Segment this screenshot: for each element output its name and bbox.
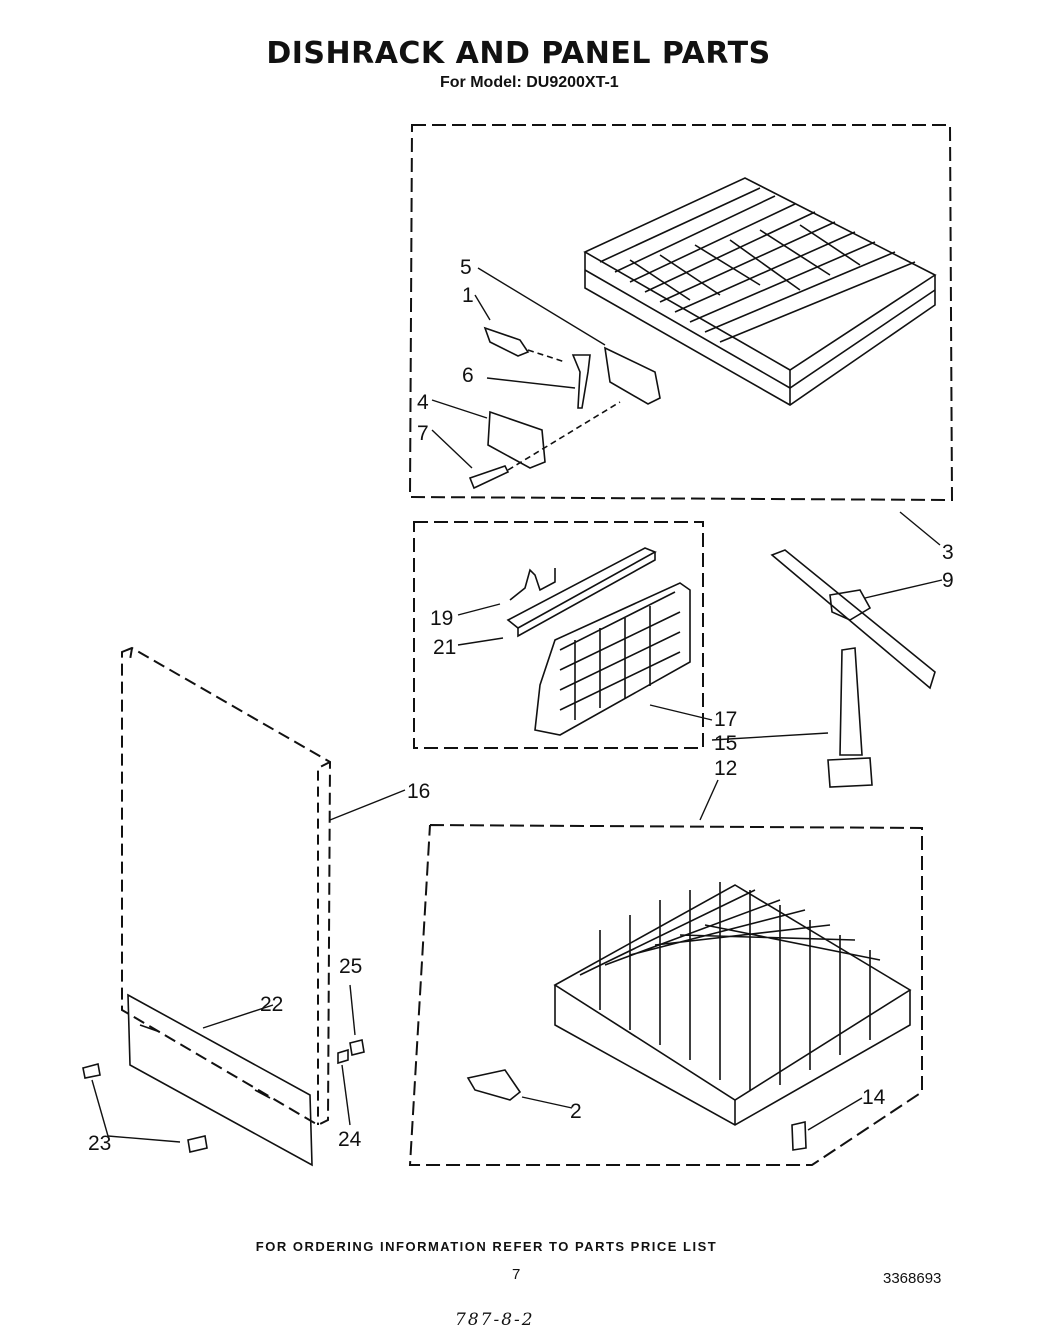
roller-bracket — [603, 346, 661, 405]
callout-3: 3 — [942, 541, 954, 564]
roller — [487, 410, 546, 469]
callout-14: 14 — [862, 1086, 886, 1109]
callout-7: 7 — [417, 422, 429, 445]
filter-screen — [534, 582, 691, 736]
lower-dishrack — [466, 882, 912, 1151]
callout-6: 6 — [462, 364, 474, 387]
rack-stop — [466, 1069, 522, 1101]
handwritten-note: 787-8-2 — [455, 1310, 535, 1330]
page-title: DISHRACK AND PANEL PARTS — [266, 36, 771, 71]
spray-arm-assembly — [770, 549, 936, 788]
page-number: 7 — [512, 1266, 521, 1283]
roller-axle-screw — [571, 354, 591, 409]
callout-5: 5 — [460, 256, 472, 279]
callout-21: 21 — [433, 636, 456, 659]
callout-19: 19 — [430, 607, 453, 630]
model-subtitle: For Model: DU9200XT-1 — [440, 74, 619, 91]
spray-arm — [770, 549, 936, 690]
screw — [468, 465, 510, 490]
callout-9: 9 — [942, 569, 954, 592]
filter-parts — [506, 547, 691, 736]
callout-12: 12 — [714, 757, 737, 780]
callout-1: 1 — [462, 284, 474, 307]
door-panel-outline — [121, 646, 332, 1127]
callout-16: 16 — [407, 780, 430, 803]
filter-clip — [509, 568, 556, 601]
ordering-note: FOR ORDERING INFORMATION REFER TO PARTS … — [255, 1239, 718, 1254]
callout-15: 15 — [714, 732, 737, 755]
callout-23: 23 — [88, 1132, 111, 1155]
callout-17: 17 — [714, 708, 737, 731]
callout-24: 24 — [338, 1128, 362, 1151]
panel-screw-1 — [82, 1063, 101, 1079]
nut-washer — [337, 1039, 365, 1065]
rack-small-parts — [468, 326, 661, 490]
callout-22: 22 — [260, 993, 283, 1016]
rack-stop-clip — [483, 326, 530, 357]
spray-tube — [839, 647, 863, 756]
filter-bar — [506, 547, 657, 629]
callout-4: 4 — [417, 391, 429, 414]
filter-group-box — [413, 521, 704, 749]
callout-2: 2 — [570, 1100, 582, 1123]
lower-rack-group-box — [408, 824, 923, 1166]
door-parts — [82, 993, 365, 1167]
upper-rack-group-box — [408, 124, 954, 502]
callout-25: 25 — [339, 955, 362, 978]
stud — [791, 1121, 807, 1151]
access-panel — [127, 993, 313, 1167]
panel-screw-2 — [187, 1135, 208, 1153]
upper-dishrack — [583, 177, 937, 406]
document-number: 3368693 — [883, 1270, 942, 1287]
leader-lines — [91, 267, 943, 1143]
